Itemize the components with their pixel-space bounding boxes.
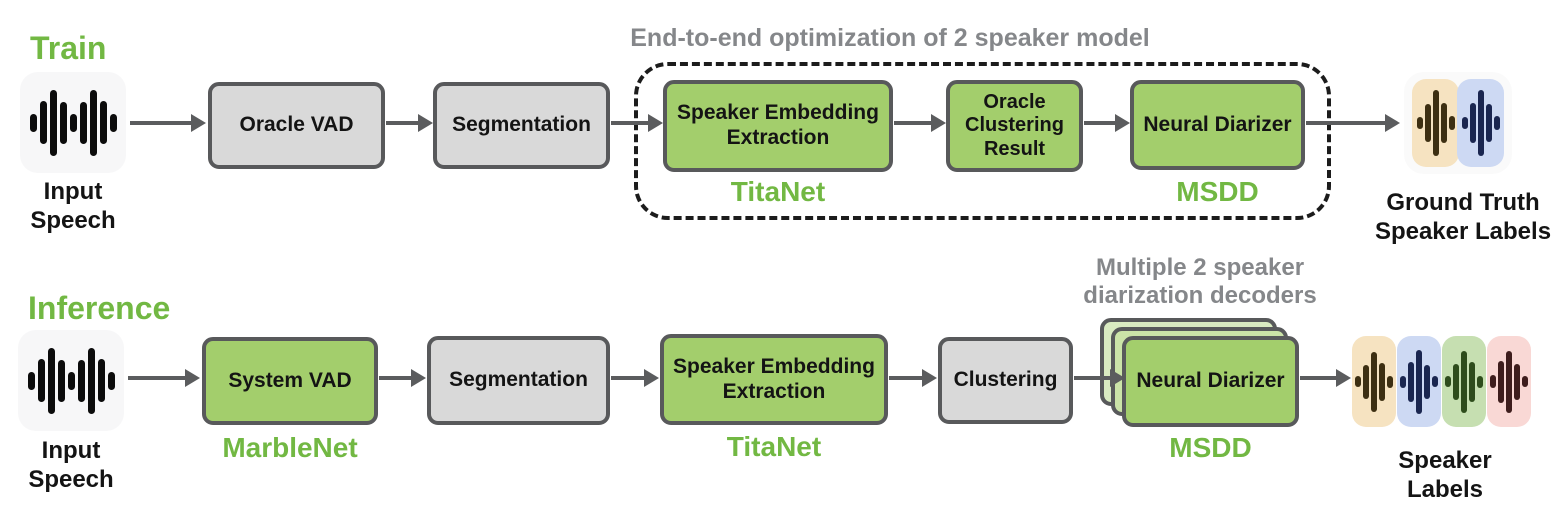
titanet-label-train: TitaNet (730, 176, 826, 207)
arrow (1084, 121, 1116, 125)
node-clustering: Clustering (938, 337, 1073, 424)
node-segmentation-train: Segmentation (433, 82, 610, 169)
msdd-label-train: MSDD (1176, 176, 1259, 207)
node-system-vad: System VAD (202, 337, 378, 425)
node-speaker-embedding-extraction-train: Speaker Embedding Extraction (663, 80, 893, 172)
arrow (386, 121, 419, 125)
end-to-end-group-title: End-to-end optimization of 2 speaker mod… (630, 24, 1150, 52)
arrow (1306, 121, 1386, 125)
node-oracle-clustering-result: Oracle Clustering Result (946, 80, 1083, 172)
node-segmentation-inference: Segmentation (427, 336, 610, 425)
node-neural-diarizer-train: Neural Diarizer (1130, 80, 1305, 170)
waveform-icon (20, 72, 126, 173)
node-neural-diarizer-inference: Neural Diarizer (1122, 336, 1299, 427)
speaker-chip-tan-icon (1352, 336, 1396, 427)
arrow (894, 121, 932, 125)
speaker-chip-tan-icon (1412, 79, 1459, 167)
titanet-label-inference: TitaNet (726, 431, 822, 462)
inference-input-label: Input Speech (28, 437, 114, 494)
arrow (1074, 376, 1111, 380)
speaker-labels-label: Speaker Labels (1398, 447, 1492, 504)
arrow (128, 376, 186, 380)
speaker-chip-green-icon (1442, 336, 1486, 427)
node-oracle-vad: Oracle VAD (208, 82, 385, 169)
inference-heading: Inference (28, 290, 171, 326)
arrow (611, 376, 645, 380)
stack-title: Multiple 2 speaker diarization decoders (1083, 254, 1317, 310)
arrow (889, 376, 923, 380)
speaker-chip-pink-icon (1487, 336, 1531, 427)
ground-truth-speaker-chips (1404, 72, 1512, 174)
node-speaker-embedding-extraction-inference: Speaker Embedding Extraction (660, 334, 888, 425)
waveform-icon (18, 330, 124, 431)
arrow (130, 121, 192, 125)
marblenet-label: MarbleNet (222, 432, 358, 463)
arrow (379, 376, 412, 380)
speaker-chip-blue-icon (1397, 336, 1441, 427)
end-to-end-group-outline (634, 62, 1331, 220)
ground-truth-label: Ground Truth Speaker Labels (1374, 189, 1552, 246)
train-input-label: Input Speech (30, 178, 116, 235)
msdd-label-inference: MSDD (1169, 432, 1252, 463)
speaker-chip-blue-icon (1457, 79, 1504, 167)
arrow (611, 121, 649, 125)
speaker-labels-chips (1352, 336, 1532, 427)
train-heading: Train (30, 30, 107, 66)
arrow (1300, 376, 1337, 380)
